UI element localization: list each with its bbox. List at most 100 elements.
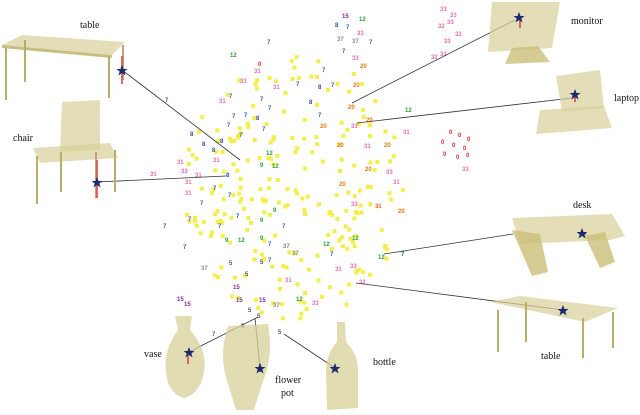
cloud-point — [330, 212, 335, 217]
cloud-point — [261, 199, 266, 204]
cloud-point — [198, 231, 203, 236]
cloud-point — [227, 136, 232, 141]
cloud-point — [235, 135, 240, 140]
cloud-point — [259, 310, 264, 315]
point-label: 9 — [260, 163, 264, 169]
desk-cloud — [512, 214, 625, 276]
cloud-point — [328, 210, 333, 215]
cloud-point — [293, 188, 298, 193]
cloud-point — [373, 99, 378, 104]
point-label: 7 — [282, 224, 286, 230]
cloud-point — [260, 252, 264, 257]
cloud-point — [231, 193, 236, 198]
label-flower: flower — [275, 375, 302, 386]
point-label: 15 — [259, 298, 266, 304]
cloud-point — [298, 316, 303, 321]
cloud-point — [316, 59, 321, 64]
cloud-point — [229, 215, 234, 220]
point-label: 31 — [213, 158, 220, 164]
cloud-point — [209, 191, 214, 196]
cloud-point — [232, 275, 237, 280]
cloud-point — [186, 147, 191, 152]
point-label: 0 — [456, 155, 460, 161]
cloud-point — [255, 78, 259, 83]
cloud-point — [270, 264, 275, 269]
point-label: 33 — [350, 264, 357, 270]
point-label: 33 — [181, 169, 188, 175]
cloud-point — [238, 185, 243, 190]
star-icon — [576, 228, 588, 239]
cloud-point — [351, 72, 356, 76]
cloud-point — [253, 81, 258, 86]
point-label: 20 — [366, 118, 373, 124]
point-label: 37 — [337, 37, 344, 43]
cloud-point — [245, 228, 250, 233]
cloud-point — [264, 121, 269, 126]
cloud-point — [190, 153, 195, 158]
cloud-point — [254, 86, 259, 91]
cloud-point — [360, 81, 365, 86]
cloud-point — [281, 264, 286, 269]
label-monitor: monitor — [571, 16, 603, 27]
cloud-point — [187, 219, 192, 224]
cloud-point — [238, 176, 243, 181]
object-labels: table monitor laptop chair desk table va… — [13, 16, 639, 399]
cloud-point — [266, 186, 271, 191]
point-label: 31 — [219, 99, 226, 105]
cloud-point — [245, 121, 250, 126]
cloud-point — [337, 142, 341, 147]
connector-chair — [96, 175, 227, 183]
cloud-point — [384, 256, 389, 261]
point-label: 31 — [335, 267, 342, 273]
cloud-point — [253, 249, 258, 254]
cloud-point — [375, 159, 380, 164]
cloud-point — [354, 268, 359, 273]
cloud-point — [256, 305, 261, 310]
cloud-point — [275, 178, 280, 182]
cloud-point — [193, 219, 198, 224]
object-point-clouds — [2, 2, 625, 410]
cloud-point — [272, 135, 276, 140]
cloud-point — [303, 166, 308, 171]
star-icon — [254, 363, 266, 374]
cloud-point — [229, 139, 234, 143]
point-label: 7 — [228, 193, 232, 199]
cloud-point — [245, 158, 250, 163]
label-chair: chair — [13, 133, 34, 144]
cloud-point — [353, 234, 358, 239]
cloud-point — [232, 138, 237, 143]
cloud-point — [225, 92, 230, 97]
point-label: 8 — [190, 132, 194, 138]
cloud-point — [267, 177, 272, 182]
point-label: 12 — [359, 17, 366, 23]
cloud-point — [216, 275, 220, 280]
cloud-point — [299, 311, 304, 316]
cloud-point — [340, 244, 345, 249]
cloud-point — [365, 185, 370, 189]
point-label: 8 — [226, 173, 230, 179]
point-label: 7 — [200, 201, 204, 207]
star-icon — [116, 65, 128, 76]
point-label: 31 — [364, 144, 371, 150]
cloud-point — [317, 202, 321, 207]
flower-pot-cloud — [223, 324, 270, 410]
cloud-point — [326, 233, 331, 238]
point-label: 33 — [352, 56, 359, 62]
cloud-point — [267, 76, 272, 81]
cloud-point — [227, 240, 232, 245]
point-label: 7 — [232, 114, 236, 120]
cloud-point — [292, 65, 297, 70]
label-desk: desk — [573, 200, 591, 211]
cloud-point — [338, 168, 342, 173]
point-label: 7 — [183, 245, 187, 251]
cloud-point — [221, 197, 226, 201]
label-table-bottom: table — [541, 351, 561, 362]
point-label: 7 — [268, 242, 272, 248]
point-label: 8 — [202, 142, 206, 148]
label-table-top: table — [80, 20, 100, 31]
point-label: 8 — [318, 85, 322, 91]
cloud-point — [213, 168, 218, 173]
point-label: 5 — [260, 260, 264, 266]
point-label: 31 — [177, 160, 184, 166]
point-label: 8 — [309, 100, 313, 106]
